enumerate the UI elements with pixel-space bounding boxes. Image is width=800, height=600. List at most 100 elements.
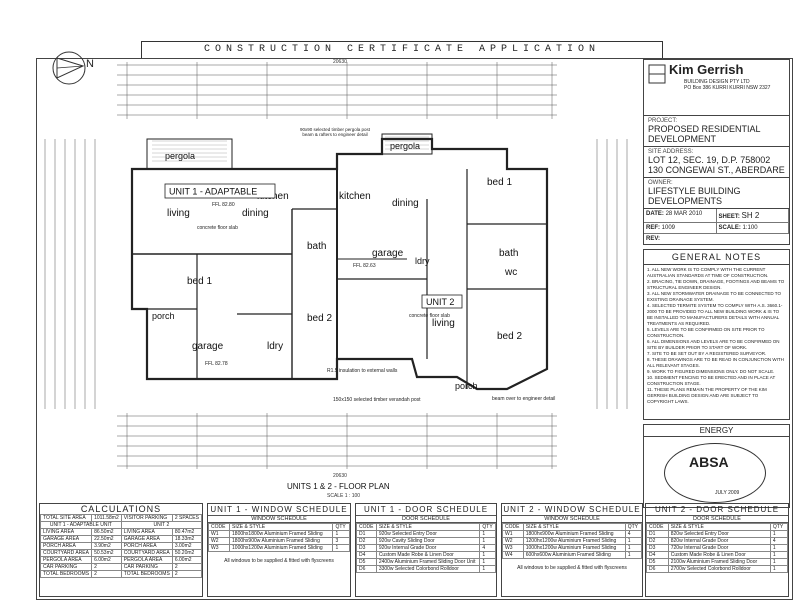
note-item: 5. LEVELS ARE TO BE CONFIRMED ON SITE PR… bbox=[647, 327, 765, 338]
note-item: 1. ALL NEW WORK IS TO COMPLY WITH THE CU… bbox=[647, 267, 769, 278]
project-name: PROPOSED RESIDENTIAL DEVELOPMENT bbox=[648, 124, 761, 144]
bottom-overall-dim: 20630 bbox=[333, 473, 347, 479]
room-bed2-unit2: bed 2 bbox=[497, 331, 522, 342]
company-name: Kim Gerrish bbox=[669, 62, 744, 77]
unit2-label: UNIT 2 bbox=[426, 297, 454, 307]
date-box: DATE: 28 MAR 2010 SHEET: SH 2 REF: 1009 … bbox=[643, 209, 790, 245]
sheet-header-title: CONSTRUCTION CERTIFICATE APPLICATION bbox=[141, 41, 663, 59]
title-block: Kim Gerrish BUILDING DESIGN PTY LTD PO B… bbox=[643, 59, 790, 508]
absa-stamp: ABSA JULY 2009 bbox=[664, 443, 766, 503]
room-kitchen-2: kitchen bbox=[339, 191, 371, 202]
calculations-table: CALCULATIONS TOTAL SITE AREA 1011.58m2 V… bbox=[39, 503, 203, 597]
scale-value: 1:100 bbox=[742, 225, 758, 231]
room-dining-2: dining bbox=[392, 198, 419, 209]
room-bath-unit1: bath bbox=[307, 241, 326, 252]
room-bath-unit2: bath bbox=[499, 248, 518, 259]
ffl-unit2: FFL 82.63 bbox=[353, 263, 376, 269]
beam-note: beam over to engineer detail bbox=[492, 396, 555, 402]
insulation-note: R1.5 insulation to external walls bbox=[327, 368, 398, 374]
plan-title: UNITS 1 & 2 - FLOOR PLAN bbox=[287, 482, 390, 491]
calculations-title: CALCULATIONS bbox=[80, 504, 162, 514]
note-item: 3. ALL NEW STORMWATER DRAINAGE TO BE CON… bbox=[647, 291, 781, 302]
note-item: 11. THESE PLANS REMAIN THE PROPERTY OF T… bbox=[647, 387, 767, 404]
plan-scale: SCALE 1 : 100 bbox=[327, 493, 360, 499]
site-area: 1011.58m2 bbox=[91, 514, 122, 522]
rev-label: REV: bbox=[646, 236, 661, 242]
unit1-door-schedule: UNIT 1 - DOOR SCHEDULE DOOR SCHEDULE COD… bbox=[355, 503, 497, 597]
energy-box: ABSA JULY 2009 bbox=[643, 437, 790, 508]
company-logo: Kim Gerrish BUILDING DESIGN PTY LTD PO B… bbox=[643, 59, 790, 116]
room-porch-unit1: porch bbox=[152, 311, 175, 321]
slab-note-unit2: concrete floor slab bbox=[409, 313, 450, 319]
room-pergola-1: pergola bbox=[165, 151, 195, 161]
ref-value: 1009 bbox=[661, 225, 676, 231]
unit1-window-schedule: UNIT 1 - WINDOW SCHEDULE WINDOW SCHEDULE… bbox=[207, 503, 351, 597]
note-item: 9. WORK TO FIGURED DIMENSIONS ONLY. DO N… bbox=[647, 369, 775, 374]
company-address: PO Box 386 KURRI KURRI NSW 2327 bbox=[684, 85, 771, 91]
absa-date: JULY 2009 bbox=[715, 490, 740, 496]
note-item: 10. SEDIMENT FENCING TO BE ERECTED AND I… bbox=[647, 375, 776, 386]
energy-title: ENERGY bbox=[643, 424, 790, 437]
room-bed1-unit1: bed 1 bbox=[187, 276, 212, 287]
note-item: 2. BRACING, TIE DOWN, DRAINAGE, FOOTINGS… bbox=[647, 279, 785, 290]
room-dining-1: dining bbox=[242, 208, 269, 219]
owner-name: LIFESTYLE BUILDING DEVELOPMENTS bbox=[648, 186, 741, 206]
site-line1: LOT 12, SEC. 19, D.P. 758002 bbox=[648, 155, 771, 165]
company-sub: BUILDING DESIGN PTY LTD bbox=[684, 79, 750, 85]
slab-note-unit1: concrete floor slab bbox=[197, 225, 238, 231]
visitor-parking: 2 SPACES bbox=[171, 514, 203, 522]
note-item: 6. ALL DIMENSIONS AND LEVELS ARE TO BE C… bbox=[647, 339, 780, 350]
room-pergola-2: pergola bbox=[390, 141, 420, 151]
room-wc-unit2: wc bbox=[504, 267, 517, 278]
general-notes: 1. ALL NEW WORK IS TO COMPLY WITH THE CU… bbox=[643, 265, 790, 420]
note-item: 8. THESE DRAWINGS ARE TO BE READ IN CONJ… bbox=[647, 357, 784, 368]
note-item: 4. SELECTED TERMITE SYSTEM TO COMPLY WIT… bbox=[647, 303, 783, 326]
general-notes-title: GENERAL NOTES bbox=[643, 249, 790, 265]
site-box: SITE ADDRESS: LOT 12, SEC. 19, D.P. 7580… bbox=[643, 147, 790, 178]
site-line2: 130 CONGEWAI ST., ABERDARE bbox=[648, 165, 785, 175]
room-garage-unit2: garage bbox=[372, 248, 404, 259]
ffl-garage: FFL 82.78 bbox=[205, 361, 228, 367]
room-porch-unit2: porch bbox=[455, 381, 478, 391]
ffl-unit1: FFL 82.80 bbox=[212, 202, 235, 208]
room-ldry-unit2: ldry bbox=[415, 256, 430, 266]
absa-logo: ABSA bbox=[689, 454, 729, 470]
kg-logo-icon bbox=[648, 64, 666, 84]
note-item: 7. SITE TO BE SET OUT BY A REGISTERED SU… bbox=[647, 351, 767, 356]
verandah-note: 150x150 selected timber verandah post bbox=[333, 397, 421, 403]
schedules-area: CALCULATIONS TOTAL SITE AREA 1011.58m2 V… bbox=[37, 499, 790, 597]
room-ldry-unit1: ldry bbox=[267, 341, 283, 352]
top-overall-dim: 20630 bbox=[333, 59, 347, 65]
room-living-1: living bbox=[167, 208, 190, 219]
unit2-door-schedule: UNIT 2 - DOOR SCHEDULE DOOR SCHEDULE COD… bbox=[645, 503, 789, 597]
floor-plan: 20630 20630 pergola pergola kitchen kitc… bbox=[44, 59, 628, 499]
room-bed2-unit1: bed 2 bbox=[307, 313, 332, 324]
sheet-value: SH 2 bbox=[741, 211, 760, 220]
room-living-unit2: living bbox=[432, 318, 455, 329]
